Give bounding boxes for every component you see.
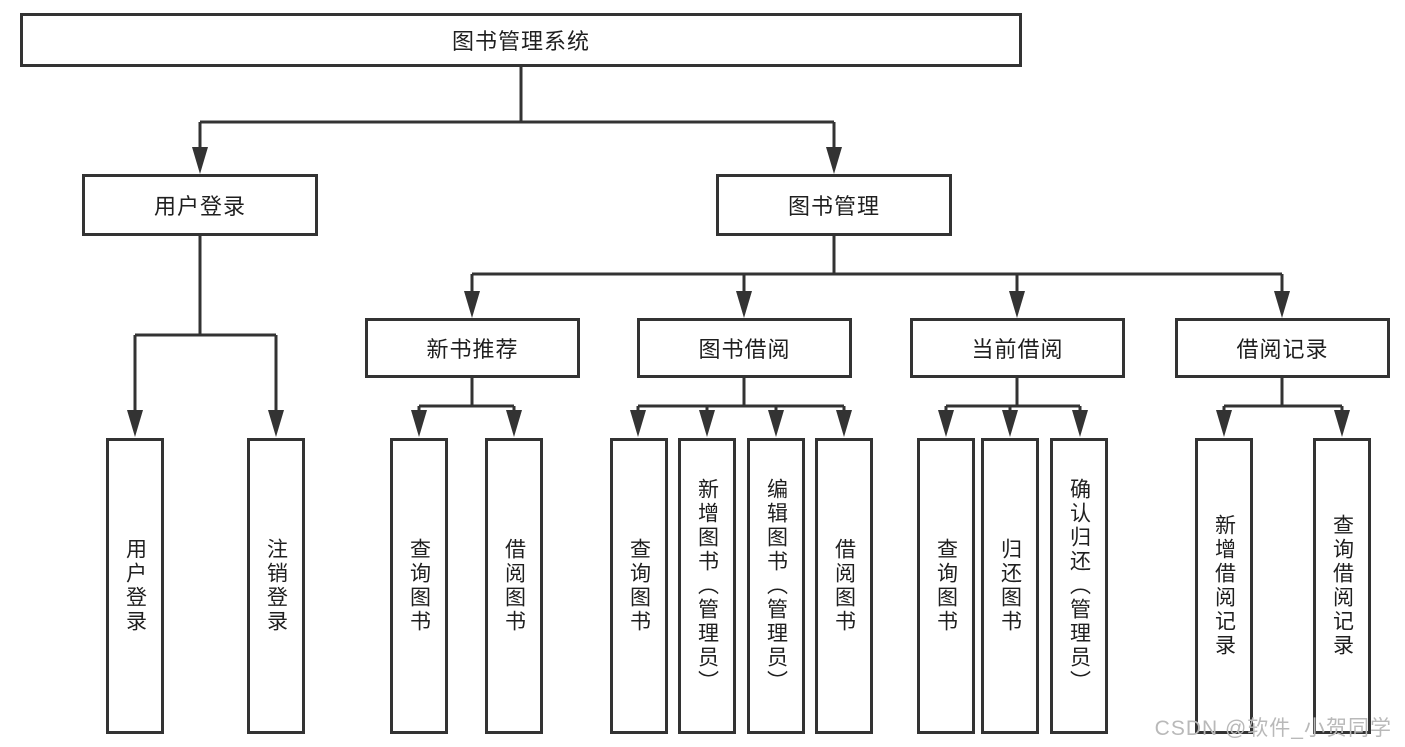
leaf-edit-books-admin: 编辑图书（管理员） <box>747 438 805 734</box>
node-book-borrowing: 图书借阅 <box>637 318 852 378</box>
node-library-management-system: 图书管理系统 <box>20 13 1022 67</box>
leaf-query-books-borrowing: 查询图书 <box>610 438 668 734</box>
leaf-query-books-current: 查询图书 <box>917 438 975 734</box>
leaf-query-books-recommend: 查询图书 <box>390 438 448 734</box>
leaf-user-login: 用户登录 <box>106 438 164 734</box>
node-book-management: 图书管理 <box>716 174 952 236</box>
leaf-logout: 注销登录 <box>247 438 305 734</box>
leaf-borrow-books-recommend: 借阅图书 <box>485 438 543 734</box>
leaf-return-books: 归还图书 <box>981 438 1039 734</box>
csdn-watermark: CSDN @软件_小贺同学 <box>1154 717 1392 740</box>
leaf-borrow-books-borrowing: 借阅图书 <box>815 438 873 734</box>
node-current-borrowing: 当前借阅 <box>910 318 1125 378</box>
leaf-query-borrowing-record: 查询借阅记录 <box>1313 438 1371 734</box>
node-new-book-recommendation: 新书推荐 <box>365 318 580 378</box>
leaf-add-books-admin: 新增图书（管理员） <box>678 438 736 734</box>
leaf-confirm-return-admin: 确认归还（管理员） <box>1050 438 1108 734</box>
node-user-login: 用户登录 <box>82 174 318 236</box>
arrowheads <box>127 147 1350 437</box>
leaf-add-borrowing-record: 新增借阅记录 <box>1195 438 1253 734</box>
node-borrowing-records: 借阅记录 <box>1175 318 1390 378</box>
